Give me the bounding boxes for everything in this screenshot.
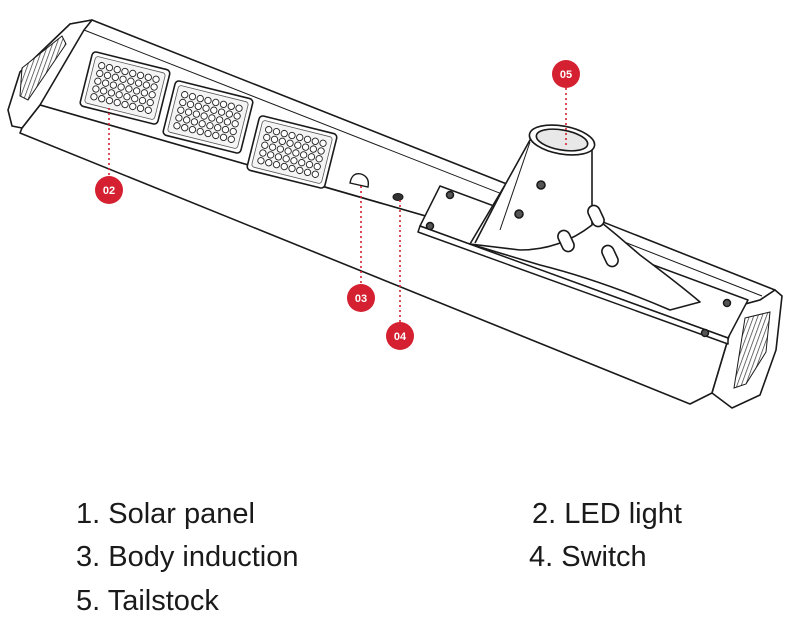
legend-item-switch: 4. Switch (529, 541, 647, 573)
callout-04: 04 (386, 322, 414, 350)
bolt-icon (425, 221, 435, 231)
bolt-icon (700, 328, 710, 338)
legend-item-solar-panel: 1. Solar panel (76, 498, 255, 530)
callout-label: 02 (103, 185, 115, 197)
bolt-icon (722, 298, 732, 308)
callout-03: 03 (347, 284, 375, 312)
callout-label: 03 (355, 293, 367, 305)
callout-05: 05 (552, 60, 580, 88)
legend-item-body-induction: 3. Body induction (76, 541, 299, 573)
left-end-cap (7, 19, 93, 129)
panel-inner-edge (83, 29, 763, 297)
led-module (79, 51, 171, 125)
led-module (246, 115, 338, 189)
bolt-icon (445, 190, 455, 200)
sensor-dome-icon (349, 173, 370, 188)
legend-item-led-light: 2. LED light (532, 498, 682, 530)
left-vent-icon (19, 35, 67, 101)
bolt-icon (514, 209, 524, 219)
callout-02: 02 (95, 176, 123, 204)
led-module (162, 80, 254, 154)
legend-item-tailstock: 5. Tailstock (76, 585, 219, 617)
tailstock-bracket (469, 124, 701, 311)
bolt-icon (536, 180, 546, 190)
switch-icon (392, 193, 404, 201)
callout-label: 05 (560, 69, 572, 81)
leader-lines (108, 88, 567, 322)
callout-label: 04 (394, 331, 407, 343)
right-vent-icon (733, 311, 771, 389)
street-light-diagram: 02 03 04 05 (7, 19, 783, 409)
